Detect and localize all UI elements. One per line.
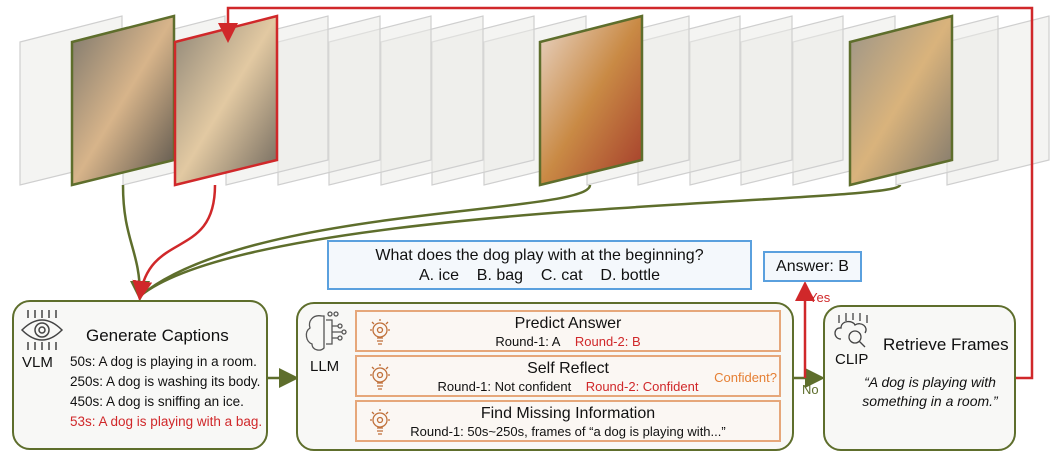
llm-box: LLM Predict Answer Round-1: A Round-2: B… [296, 302, 794, 451]
step-title: Predict Answer [514, 315, 622, 332]
llm-label: LLM [310, 358, 340, 375]
keyframe [70, 14, 176, 187]
generate-captions-box: VLM Generate Captions 50s: A dog is play… [12, 300, 268, 450]
question-box: What does the dog play with at the begin… [327, 240, 752, 290]
retrieve-frames-title: Retrieve Frames [883, 335, 1009, 354]
round2-result: Round-2: B [574, 334, 641, 349]
round2-result: Round-2: Confident [585, 379, 699, 394]
cloud-search-icon [834, 313, 868, 348]
no-label: No [802, 382, 819, 397]
answer-box: Answer: B [763, 251, 862, 282]
vlm-label: VLM [22, 354, 53, 371]
eye-chip-icon [20, 310, 64, 350]
self-reflect-step: Self Reflect Round-1: Not confident Roun… [355, 355, 781, 397]
yes-label: Yes [809, 290, 831, 305]
brain-icon [305, 311, 347, 351]
question-options: A. ice B. bag C. cat D. bottle [329, 266, 750, 286]
arrow-frame1 [121, 184, 150, 301]
keyframe [848, 14, 954, 187]
round1-result: Round-1: Not confident [437, 379, 572, 394]
generate-captions-title: Generate Captions [86, 326, 229, 345]
caption: 50s: A dog is playing in a room. [70, 354, 257, 369]
lightbulb-gear-icon [370, 364, 390, 390]
option-c: C. cat [540, 267, 583, 284]
retrieve-frames-box: CLIP Retrieve Frames “A dog is playing w… [823, 305, 1016, 451]
round1-result: Round-1: 50s~250s, frames of “a dog is p… [410, 424, 726, 439]
arrow-frame4 [139, 183, 902, 297]
round1-result: Round-1: A [495, 334, 561, 349]
confident-question: Confident? [714, 370, 777, 385]
keyframe [173, 14, 279, 187]
arrow-frame3 [139, 184, 592, 297]
question-text: What does the dog play with at the begin… [375, 247, 704, 264]
step-title: Self Reflect [527, 360, 609, 377]
option-b: B. bag [476, 267, 524, 284]
find-missing-info-step: Find Missing Information Round-1: 50s~25… [355, 400, 781, 442]
clip-label: CLIP [835, 351, 869, 368]
lightbulb-gear-icon [370, 409, 390, 435]
caption: 250s: A dog is washing its body. [70, 374, 261, 389]
step-title: Find Missing Information [480, 405, 656, 422]
caption-new: 53s: A dog is playing with a bag. [70, 414, 263, 429]
lightbulb-gear-icon [370, 319, 390, 345]
caption: 450s: A dog is sniffing an ice. [70, 394, 244, 409]
clip-query: “A dog is playing with something in a ro… [862, 374, 998, 409]
answer-label: Answer: B [776, 258, 849, 275]
predict-answer-step: Predict Answer Round-1: A Round-2: B [355, 310, 781, 352]
arrow-retrieve-loop [218, 6, 1034, 380]
keyframe [538, 14, 644, 187]
option-d: D. bottle [600, 267, 660, 284]
option-a: A. ice [418, 267, 459, 284]
arrow-frame2-red [132, 184, 217, 301]
